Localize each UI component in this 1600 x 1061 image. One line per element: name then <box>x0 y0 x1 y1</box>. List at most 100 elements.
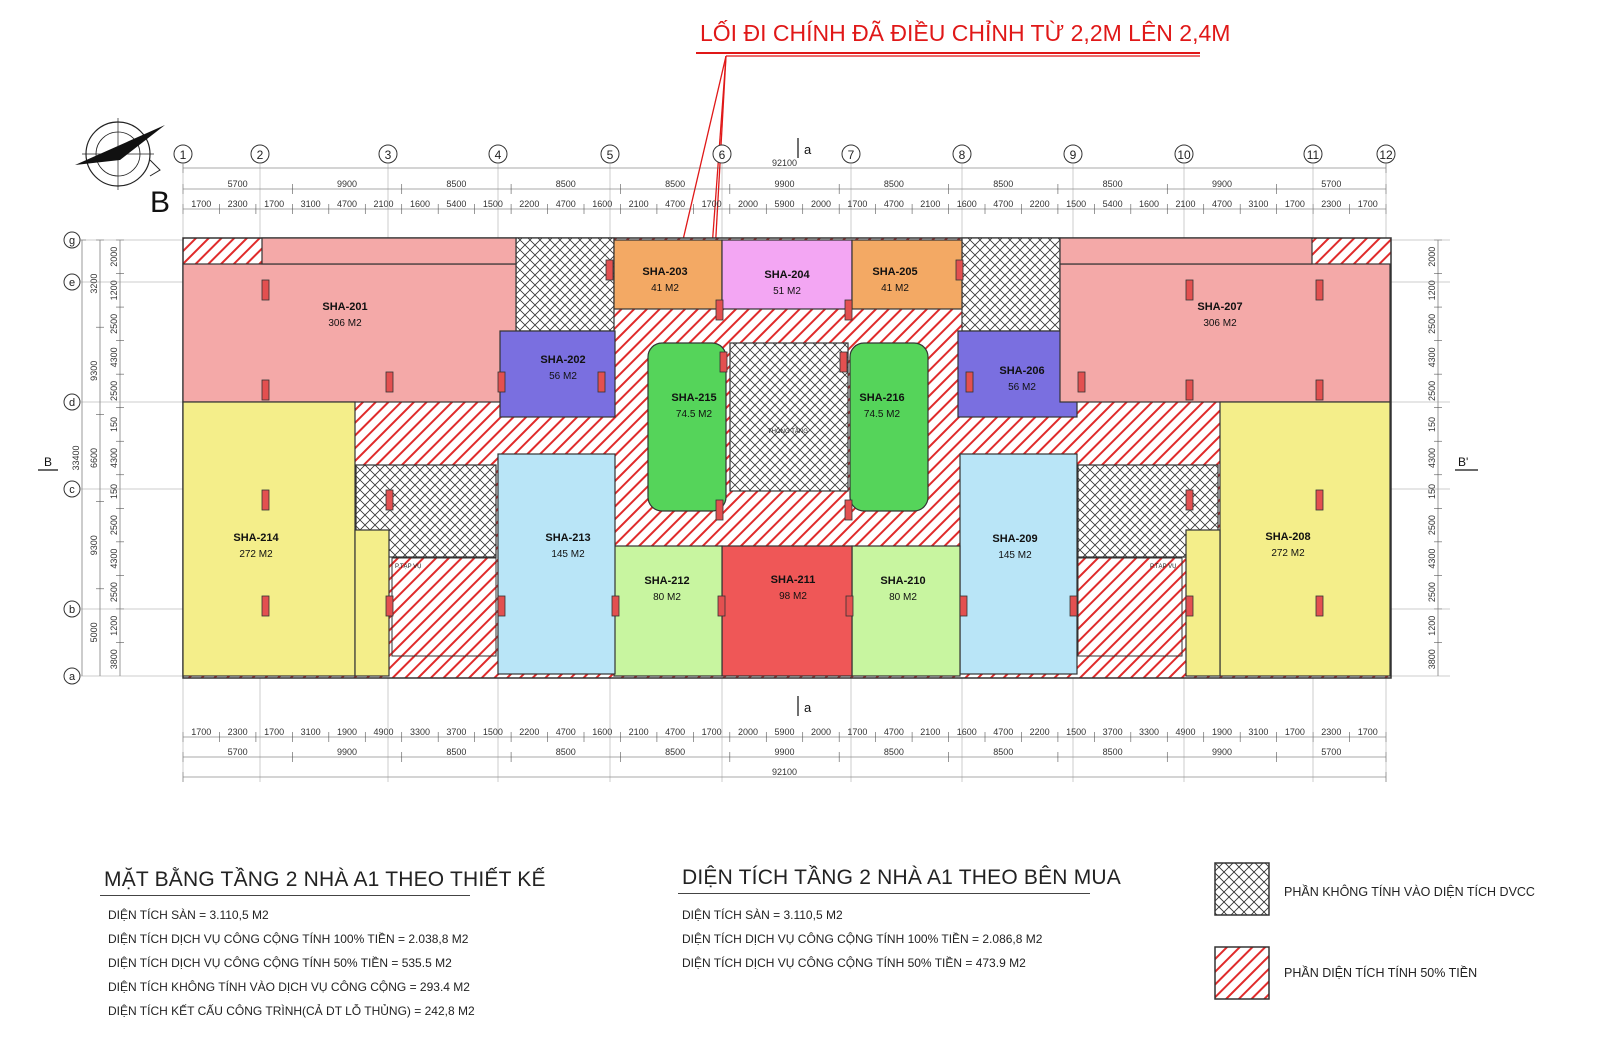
void-atrium <box>729 342 849 492</box>
unit-area <box>721 239 853 310</box>
dim-bottom-major-label: 8500 <box>884 747 904 757</box>
dim-top-major-label: 8500 <box>446 179 466 189</box>
grid-col-label: 12 <box>1379 148 1393 162</box>
unit-sha-214: SHA-214 272 M2 <box>182 401 390 677</box>
unit-area-label: 145 M2 <box>998 550 1032 561</box>
unit-id: SHA-202 <box>540 354 585 366</box>
dim-bottom-major-label: 9900 <box>1212 747 1232 757</box>
unit-area-label: 74.5 M2 <box>864 409 901 420</box>
dim-bottom-minor-label: 3300 <box>410 727 430 737</box>
dim-bottom-minor-label: 4700 <box>665 727 685 737</box>
column <box>261 279 270 301</box>
design-block-rule <box>100 895 470 896</box>
section-marks <box>38 138 1478 716</box>
dim-top-minor-label: 2000 <box>738 199 758 209</box>
dim-top-major-label: 9900 <box>774 179 794 189</box>
unit-area-label: 98 M2 <box>779 591 807 602</box>
grid-row-label: d <box>69 397 75 409</box>
dim-bottom-minor-label: 1600 <box>957 727 977 737</box>
column <box>715 499 724 521</box>
column <box>385 489 394 511</box>
dim-bottom-minor-label: 1700 <box>702 727 722 737</box>
column <box>261 379 270 401</box>
unit-area-label: 51 M2 <box>773 286 801 297</box>
grid-row-label: b <box>69 604 75 616</box>
dim-top-minor-label: 1700 <box>702 199 722 209</box>
unit-area <box>957 330 1078 418</box>
unit-area <box>721 545 853 677</box>
unit-area <box>497 453 616 675</box>
legend-red-hatch-swatch <box>1214 946 1270 1000</box>
dim-top-minor-label: 2300 <box>228 199 248 209</box>
unit-area <box>261 237 517 265</box>
unit-id: SHA-215 <box>671 392 716 404</box>
column <box>844 499 853 521</box>
grid-col-label: 2 <box>257 148 264 162</box>
dim-left-major-label: 5000 <box>89 622 99 642</box>
dim-bottom-minor-label: 1500 <box>1066 727 1086 737</box>
grid-row-label: g <box>69 235 75 247</box>
dim-left-minor-label: 3800 <box>109 649 119 669</box>
grid-col-label: 7 <box>848 148 855 162</box>
unit-area <box>1059 263 1391 403</box>
dim-top-minor-label: 5400 <box>1103 199 1123 209</box>
unit-id: SHA-203 <box>642 266 687 278</box>
unit-area-label: 145 M2 <box>551 549 585 560</box>
grid-row-label: a <box>69 671 76 683</box>
dim-bottom-minor-label: 3700 <box>1103 727 1123 737</box>
dim-bottom-minor-label: 4700 <box>556 727 576 737</box>
dim-top-minor-label: 2100 <box>629 199 649 209</box>
grid-col-label: 4 <box>495 148 502 162</box>
column <box>965 371 974 393</box>
unit-id: SHA-207 <box>1197 301 1242 313</box>
section-mark-bottom: a <box>804 700 812 715</box>
dim-left-minor-label: 4300 <box>109 448 119 468</box>
unit-area <box>851 545 961 677</box>
dim-top-minor-label: 4700 <box>337 199 357 209</box>
dim-top-minor-label: 2300 <box>1321 199 1341 209</box>
unit-id: SHA-210 <box>880 575 925 587</box>
structural-columns <box>261 259 1324 617</box>
dim-bottom-minor-label: 1700 <box>264 727 284 737</box>
dim-top-minor-label: 1600 <box>1139 199 1159 209</box>
annotation-underline <box>696 52 1200 54</box>
dim-bottom-minor-label: 2000 <box>738 727 758 737</box>
dim-left-total-label: 33400 <box>71 445 81 470</box>
dim-bottom-minor-label: 2100 <box>920 727 940 737</box>
column <box>261 595 270 617</box>
dim-left-minor-label: 2500 <box>109 314 119 334</box>
dim-top-minor-label: 1600 <box>957 199 977 209</box>
unit-area <box>613 545 723 677</box>
unit-area <box>182 263 517 403</box>
dim-top-minor-label: 1700 <box>191 199 211 209</box>
dim-left-minor-label: 2500 <box>109 515 119 535</box>
dim-left-minor-label: 1200 <box>109 616 119 636</box>
dim-left-minor-label: 150 <box>109 484 119 499</box>
void-label: THÔNG TẦNG <box>768 428 808 435</box>
design-stat-3: DIỆN TÍCH DỊCH VỤ CÔNG CỘNG TÍNH 50% TIỀ… <box>108 956 452 970</box>
unit-area-label: 74.5 M2 <box>676 409 713 420</box>
dim-bottom-minor-label: 2300 <box>228 727 248 737</box>
column <box>839 351 848 373</box>
grid-col-label: 8 <box>959 148 966 162</box>
unit-area-label: 56 M2 <box>1008 382 1036 393</box>
dim-left-major-label: 9300 <box>89 361 99 381</box>
dim-total-bottom-label: 92100 <box>772 767 797 777</box>
dim-top-minor-label: 1700 <box>847 199 867 209</box>
dim-left-minor-label: 4300 <box>109 347 119 367</box>
unit-id: SHA-214 <box>233 532 279 544</box>
unit-area <box>959 453 1078 675</box>
dim-top-major-label: 9900 <box>1212 179 1232 189</box>
unit-area-label: 272 M2 <box>239 549 273 560</box>
column <box>611 595 620 617</box>
dim-bottom-major-label: 9900 <box>774 747 794 757</box>
